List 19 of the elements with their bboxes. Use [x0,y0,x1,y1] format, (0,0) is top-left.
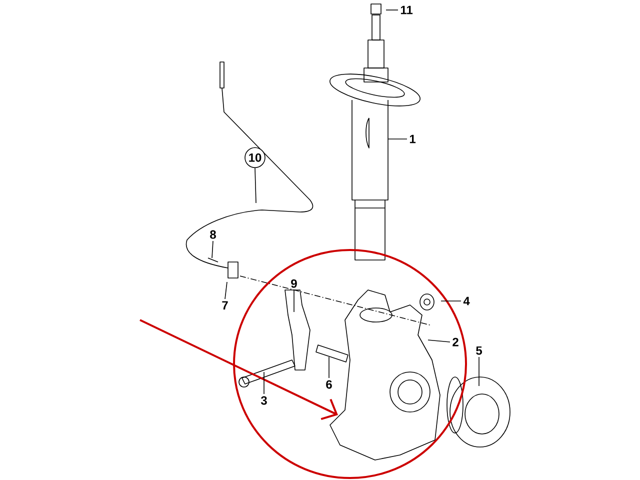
callout-number: 7 [222,301,228,310]
callout-number: 10 [244,147,266,168]
callout-number: 6 [326,380,332,389]
callout-number: 11 [400,6,413,14]
callout-number: 2 [452,338,458,346]
leader-line [224,282,228,300]
leader-line [212,240,214,258]
callout-number: 3 [260,396,267,405]
leader-line [478,356,480,386]
callout-number: 1 [410,134,416,144]
callout-number: 8 [210,230,216,239]
leader-line [328,356,330,378]
callout-number: 9 [291,279,297,288]
leader-line [440,300,462,302]
callout-number: 5 [476,346,482,355]
leader-line [254,168,256,204]
leader-line [388,138,408,140]
callout-number: 4 [463,296,470,306]
leader-line [428,340,450,342]
